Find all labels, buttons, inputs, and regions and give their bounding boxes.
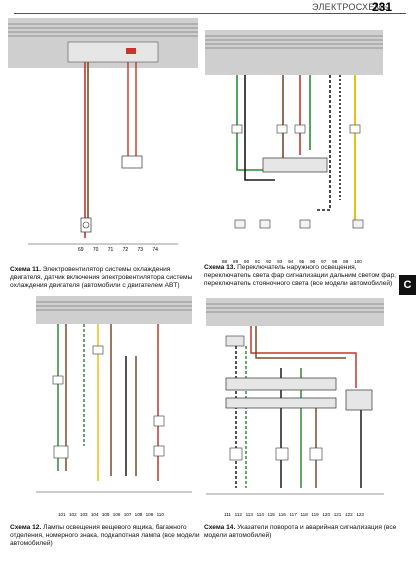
diagram-12-caption: Схема 12. Лампы освещения вещевого ящика… xyxy=(10,524,200,547)
bottom-number: 121 xyxy=(333,512,342,517)
light-switch-block xyxy=(262,157,328,173)
bottom-number: 99 xyxy=(343,259,349,264)
turn-switch-block xyxy=(225,377,337,391)
bottom-number: 88 xyxy=(222,259,228,264)
wire-brown xyxy=(255,326,346,359)
diagram-14 xyxy=(206,298,384,508)
bottom-number: 90 xyxy=(244,259,250,264)
header-rule xyxy=(14,13,406,14)
wire-black-white xyxy=(315,75,331,211)
bottom-number: 106 xyxy=(112,512,121,517)
diagram-12-svg xyxy=(36,296,192,493)
diagram-11-svg xyxy=(8,18,198,245)
diagram-12 xyxy=(36,296,192,506)
bottom-number: 91 xyxy=(255,259,261,264)
diagram-13-svg xyxy=(205,30,383,229)
bottom-number: 70 xyxy=(92,247,99,253)
bottom-number: 119 xyxy=(311,512,319,517)
fuse-box-band xyxy=(205,30,383,75)
bottom-number: 71 xyxy=(107,247,114,253)
bottom-number: 107 xyxy=(123,512,132,517)
bottom-number: 74 xyxy=(152,247,158,253)
bottom-number: 123 xyxy=(356,512,364,517)
diagram-11-caption: Схема 11. Электровентилятор системы охла… xyxy=(10,266,193,289)
diagram-11 xyxy=(8,18,198,258)
page-number: 231 xyxy=(372,0,393,14)
bottom-number: 93 xyxy=(277,259,283,264)
relay-block xyxy=(67,41,159,63)
bottom-number: 95 xyxy=(299,259,305,264)
fan-motor-icon xyxy=(80,217,92,233)
page-header: ЭЛЕКТРОСХЕМЫ 231 xyxy=(0,0,416,16)
bottom-number: 114 xyxy=(256,512,264,517)
bottom-number: 103 xyxy=(79,512,88,517)
diagram-13-numbers: 88 89 90 91 92 93 94 95 96 97 98 99 100 xyxy=(222,259,362,264)
bottom-number: 105 xyxy=(101,512,110,517)
relay-icon xyxy=(225,335,245,347)
bottom-number: 104 xyxy=(90,512,99,517)
diagram-11-numbers: 69 70 71 72 73 74 xyxy=(78,247,158,253)
bottom-number: 69 xyxy=(78,247,84,253)
diagram-13 xyxy=(205,30,383,255)
hazard-switch-block xyxy=(225,397,337,409)
bottom-number: 117 xyxy=(289,512,297,517)
bottom-number: 109 xyxy=(145,512,154,517)
bottom-number: 113 xyxy=(245,512,253,517)
diagram-12-numbers: 101 102 103 104 105 106 107 108 109 110 xyxy=(58,512,164,517)
bottom-number: 115 xyxy=(267,512,275,517)
diagram-13-caption: Схема 13. Переключатель наружного освеще… xyxy=(204,264,396,287)
bottom-number: 97 xyxy=(321,259,327,264)
bottom-number: 118 xyxy=(300,512,308,517)
wire-green xyxy=(236,75,265,171)
bottom-number: 102 xyxy=(68,512,77,517)
bottom-number: 92 xyxy=(266,259,272,264)
bottom-number: 108 xyxy=(134,512,143,517)
wire-red-2 xyxy=(127,62,137,158)
bottom-number: 101 xyxy=(58,512,66,517)
bottom-number: 100 xyxy=(354,259,362,264)
fuse-icon xyxy=(126,48,136,54)
bottom-number: 116 xyxy=(278,512,286,517)
bottom-number: 112 xyxy=(234,512,242,517)
bottom-number: 72 xyxy=(122,247,129,253)
bottom-number: 94 xyxy=(288,259,294,264)
fan-sensor-icon xyxy=(121,155,143,169)
bottom-number: 89 xyxy=(233,259,239,264)
diagram-14-caption: Схема 14. Указатели поворота и аварийная… xyxy=(204,524,397,539)
diagram-14-svg xyxy=(206,298,384,495)
wire-black xyxy=(244,75,275,181)
bottom-number: 73 xyxy=(137,247,144,253)
bottom-number: 98 xyxy=(332,259,338,264)
bottom-number: 111 xyxy=(224,512,231,517)
bottom-number: 120 xyxy=(322,512,331,517)
wire-red xyxy=(250,326,357,388)
flasher-relay xyxy=(345,389,373,411)
diagram-14-numbers: 111 112 113 114 115 116 117 118 119 120 … xyxy=(224,512,364,517)
bottom-number: 122 xyxy=(345,512,353,517)
section-title: ЭЛЕКТРОСХЕМЫ xyxy=(312,2,391,12)
section-tab: С xyxy=(399,275,416,295)
bottom-number: 110 xyxy=(156,512,164,517)
bottom-number: 96 xyxy=(310,259,316,264)
